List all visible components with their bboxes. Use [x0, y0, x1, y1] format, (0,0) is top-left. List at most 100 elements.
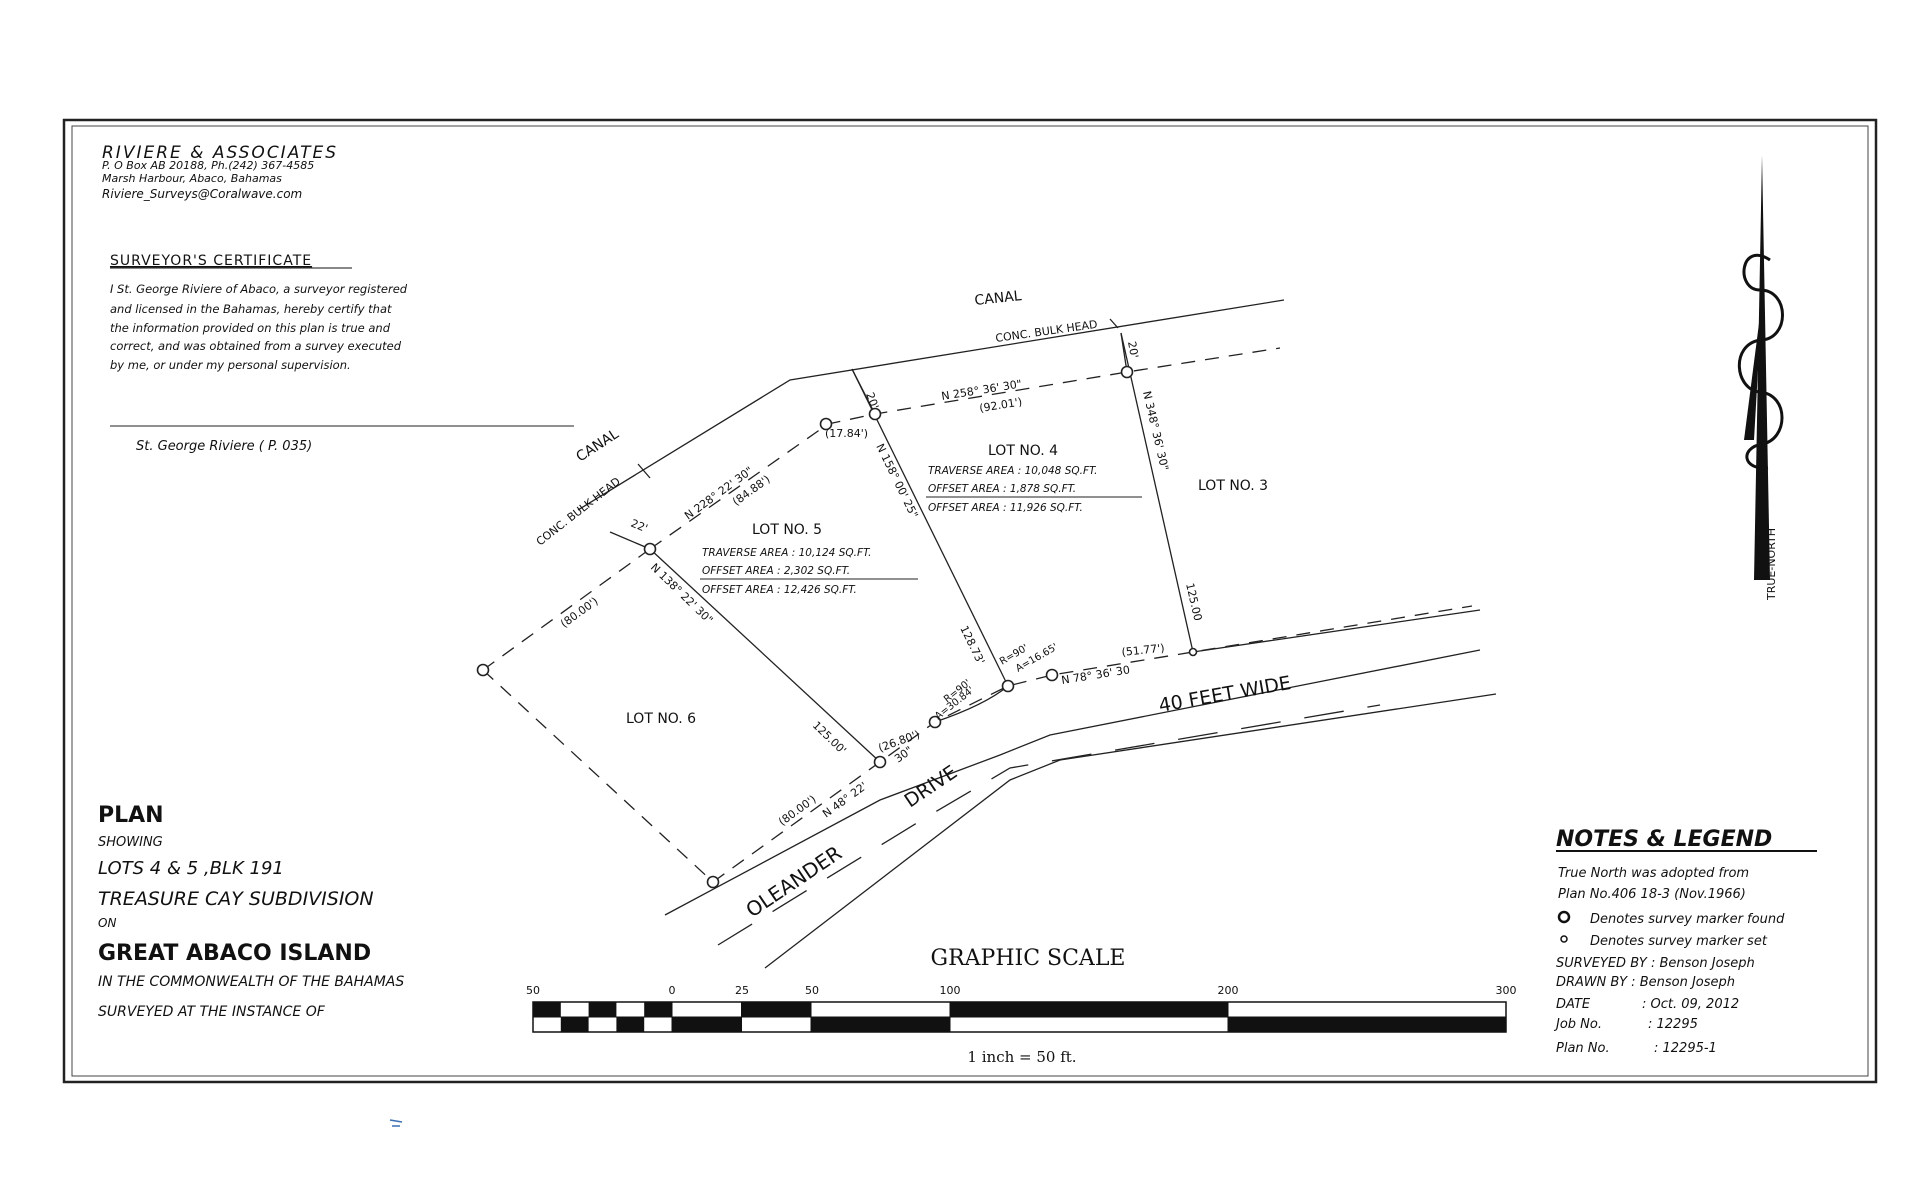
scale-segment [950, 1002, 1228, 1017]
certificate-heading: SURVEYOR'S CERTIFICATE [110, 253, 312, 269]
lot5-offset-total: OFFSET AREA : 12,426 SQ.FT. [702, 584, 857, 596]
lot6-west-boundary [482, 548, 651, 671]
notes-line-1: True North was adopted from [1558, 866, 1749, 881]
legend-marker-set-icon [1560, 935, 1568, 943]
scale-check-cell [616, 1017, 645, 1032]
graphic-scale: GRAPHIC SCALE 50 0 25 50 100 200 300 1 i… [526, 946, 1517, 1066]
dim-west-distance: 125.00' [810, 719, 849, 757]
marker-found-6 [706, 875, 720, 889]
dim-top-distance: (92.01') [978, 395, 1023, 415]
dim-offset-22: 22' [629, 517, 650, 535]
legend-found: Denotes survey marker found [1590, 912, 1785, 927]
notes-drawn-by: DRAWN BY : Benson Joseph [1556, 975, 1735, 990]
notes-line-2: Plan No.406 18-3 (Nov.1966) [1558, 887, 1746, 902]
title-lots: LOTS 4 & 5 ,BLK 191 [98, 858, 284, 879]
title-on: ON [98, 916, 116, 930]
dim-right-bearing: N 348° 36' 30" [1140, 390, 1171, 472]
bulkhead-left-label: CONC. BULK HEAD [534, 475, 623, 549]
lot5-lot6-division [649, 548, 881, 763]
scale-tick-200: 200 [1218, 984, 1239, 997]
bulkhead-offset-top-right [1120, 332, 1128, 373]
signature-name: St. George Riviere ( P. 035) [136, 439, 312, 454]
scale-caption: 1 inch = 50 ft. [967, 1048, 1076, 1066]
scale-check-cell [560, 1017, 589, 1032]
firm-block: RIVIERE & ASSOCIATES P. O Box AB 20188, … [102, 143, 338, 201]
firm-name: RIVIERE & ASSOCIATES [102, 143, 338, 163]
notes-date-label: DATE [1556, 997, 1591, 1012]
notes-plan-value: : 12295-1 [1654, 1041, 1717, 1056]
sheet-border-outer [62, 118, 1878, 1084]
notes-surveyed-by: SURVEYED BY : Benson Joseph [1556, 956, 1755, 971]
scale-tick-0: 0 [669, 984, 676, 997]
north-arrow-label: TRUE-NORTH [1765, 528, 1778, 601]
road-centerline [717, 704, 1381, 946]
scale-bar [532, 1001, 1507, 1033]
lot4-lot5-division [851, 368, 1009, 687]
firm-email: Riviere_Surveys@Coralwave.com [102, 187, 302, 201]
lot3-lot4-division [1120, 332, 1194, 653]
top-offset-line [649, 347, 1281, 550]
marker-found-3 [1120, 365, 1134, 379]
certificate-line-5: by me, or under my personal supervision. [110, 358, 351, 372]
bulkhead-tick-left [637, 463, 651, 479]
scale-tick-labels: 50 0 25 50 100 200 300 [526, 984, 1517, 997]
dim-bottom-bearing: N 48° 22' [820, 779, 870, 820]
bulkhead-offset-top-left [851, 368, 876, 415]
certificate-line-1: I St. George Riviere of Abaco, a surveyo… [110, 282, 408, 296]
road-name-drive: DRIVE [900, 761, 961, 812]
marker-found-10 [1045, 668, 1059, 682]
notes-job-label: Job No. [1553, 1017, 1602, 1032]
lot4-offset-total: OFFSET AREA : 11,926 SQ.FT. [928, 502, 1083, 514]
scale-title: GRAPHIC SCALE [931, 946, 1126, 971]
lot6-south-boundary [482, 669, 714, 883]
road-north-edge [664, 649, 1481, 916]
lot4-traverse: TRAVERSE AREA : 10,048 SQ.FT. [928, 465, 1098, 477]
dim-short-top: (17.84') [825, 427, 868, 440]
scale-segment [672, 1017, 742, 1032]
title-showing: SHOWING [98, 835, 163, 850]
bulkhead-line [577, 299, 1285, 511]
dim-offset-20-b: 20' [1125, 340, 1141, 359]
scale-tick-50-left: 50 [526, 984, 540, 997]
lot4-offset: OFFSET AREA : 1,878 SQ.FT. [928, 483, 1076, 495]
title-island: GREAT ABACO ISLAND [98, 941, 371, 966]
scale-check-cell [644, 1002, 672, 1017]
title-subdivision: TREASURE CAY SUBDIVISION [98, 888, 374, 910]
notes-plan-label: Plan No. [1556, 1041, 1610, 1056]
marker-set-1 [1188, 647, 1198, 657]
canal-top-label: CANAL [974, 288, 1023, 309]
north-arrow: TRUE-NORTH [1737, 155, 1784, 601]
lot3-east-extension [1192, 609, 1481, 653]
scale-segment [1228, 1017, 1506, 1032]
dim-right-distance: 125.00 [1183, 582, 1204, 622]
title-commonwealth: IN THE COMMONWEALTH OF THE BAHAMAS [98, 974, 404, 990]
dim-west-top: (80.00') [558, 595, 601, 631]
dim-se-bearing: N 78° 36' 30 [1060, 663, 1130, 687]
marker-found-9 [1001, 679, 1015, 693]
dim-mid-distance: 128.73' [957, 624, 987, 667]
marker-found-8 [928, 715, 942, 729]
lot6-label: LOT NO. 6 [626, 711, 696, 727]
title-block: PLAN SHOWING LOTS 4 & 5 ,BLK 191 TREASUR… [98, 803, 404, 1020]
road-name-oleander: OLEANDER [741, 841, 846, 923]
lot5-title: LOT NO. 5 [752, 522, 822, 538]
road-width-label: 40 FEET WIDE [1157, 672, 1293, 717]
notes-job-value: : 12295 [1648, 1017, 1698, 1032]
scale-tick-100: 100 [940, 984, 961, 997]
dim-mid-bearing: N 158° 00' 25" [873, 442, 920, 521]
survey-markers [476, 365, 1198, 889]
lot5-offset: OFFSET AREA : 2,302 SQ.FT. [702, 565, 850, 577]
notes-heading: NOTES & LEGEND [1556, 827, 1772, 852]
scale-segment [811, 1017, 950, 1032]
firm-address-2: Marsh Harbour, Abaco, Bahamas [102, 172, 282, 185]
canal-offset-left [609, 531, 651, 550]
scale-tick-300: 300 [1496, 984, 1517, 997]
firm-address-1: P. O Box AB 20188, Ph.(242) 367-4585 [102, 159, 314, 172]
scale-tick-25: 25 [735, 984, 749, 997]
marker-found-4 [643, 542, 657, 556]
scale-segment [741, 1002, 811, 1017]
canal-left-label: CANAL [573, 426, 621, 465]
legend-marker-found-icon [1557, 910, 1571, 924]
scale-check-cell [588, 1002, 617, 1017]
dim-se-distance: (51.77') [1121, 642, 1165, 659]
